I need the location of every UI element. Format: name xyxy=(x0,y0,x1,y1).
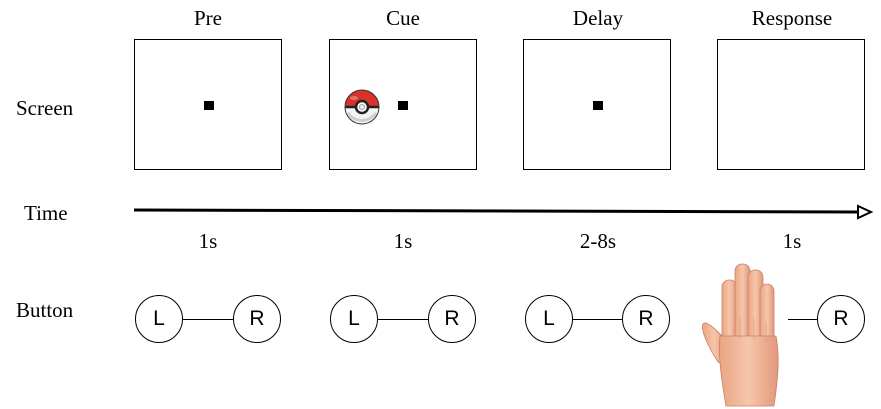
button-connector xyxy=(573,319,623,320)
fixation-point xyxy=(398,101,408,110)
pokeball-icon xyxy=(344,89,380,125)
screen-cue xyxy=(329,39,477,170)
time-arrow xyxy=(133,204,874,220)
stage-title-cue: Cue xyxy=(386,6,420,30)
fixation-point xyxy=(593,101,603,110)
button-connector xyxy=(183,319,233,320)
button-left: L xyxy=(330,295,378,343)
button-right: R xyxy=(233,295,281,343)
duration-cue: 1s xyxy=(393,229,413,253)
duration-pre: 1s xyxy=(198,229,218,253)
button-left: L xyxy=(135,295,183,343)
screen-delay xyxy=(523,39,671,170)
stage-title-delay: Delay xyxy=(572,6,624,30)
button-right: R xyxy=(428,295,476,343)
stage-title-pre: Pre xyxy=(194,6,222,30)
button-right: R xyxy=(622,295,670,343)
button-connector xyxy=(788,319,818,320)
screen-pre xyxy=(134,39,282,170)
duration-delay: 2-8s xyxy=(579,229,617,253)
hand-icon xyxy=(702,263,779,407)
button-right: R xyxy=(817,295,865,343)
screen-response xyxy=(717,39,865,170)
row-label-screen: Screen xyxy=(16,96,74,120)
duration-response: 1s xyxy=(782,229,802,253)
stage-title-response: Response xyxy=(751,6,833,30)
button-connector xyxy=(378,319,428,320)
row-label-time: Time xyxy=(24,201,68,225)
fixation-point xyxy=(204,101,214,110)
row-label-button: Button xyxy=(16,298,74,322)
button-left: L xyxy=(525,295,573,343)
